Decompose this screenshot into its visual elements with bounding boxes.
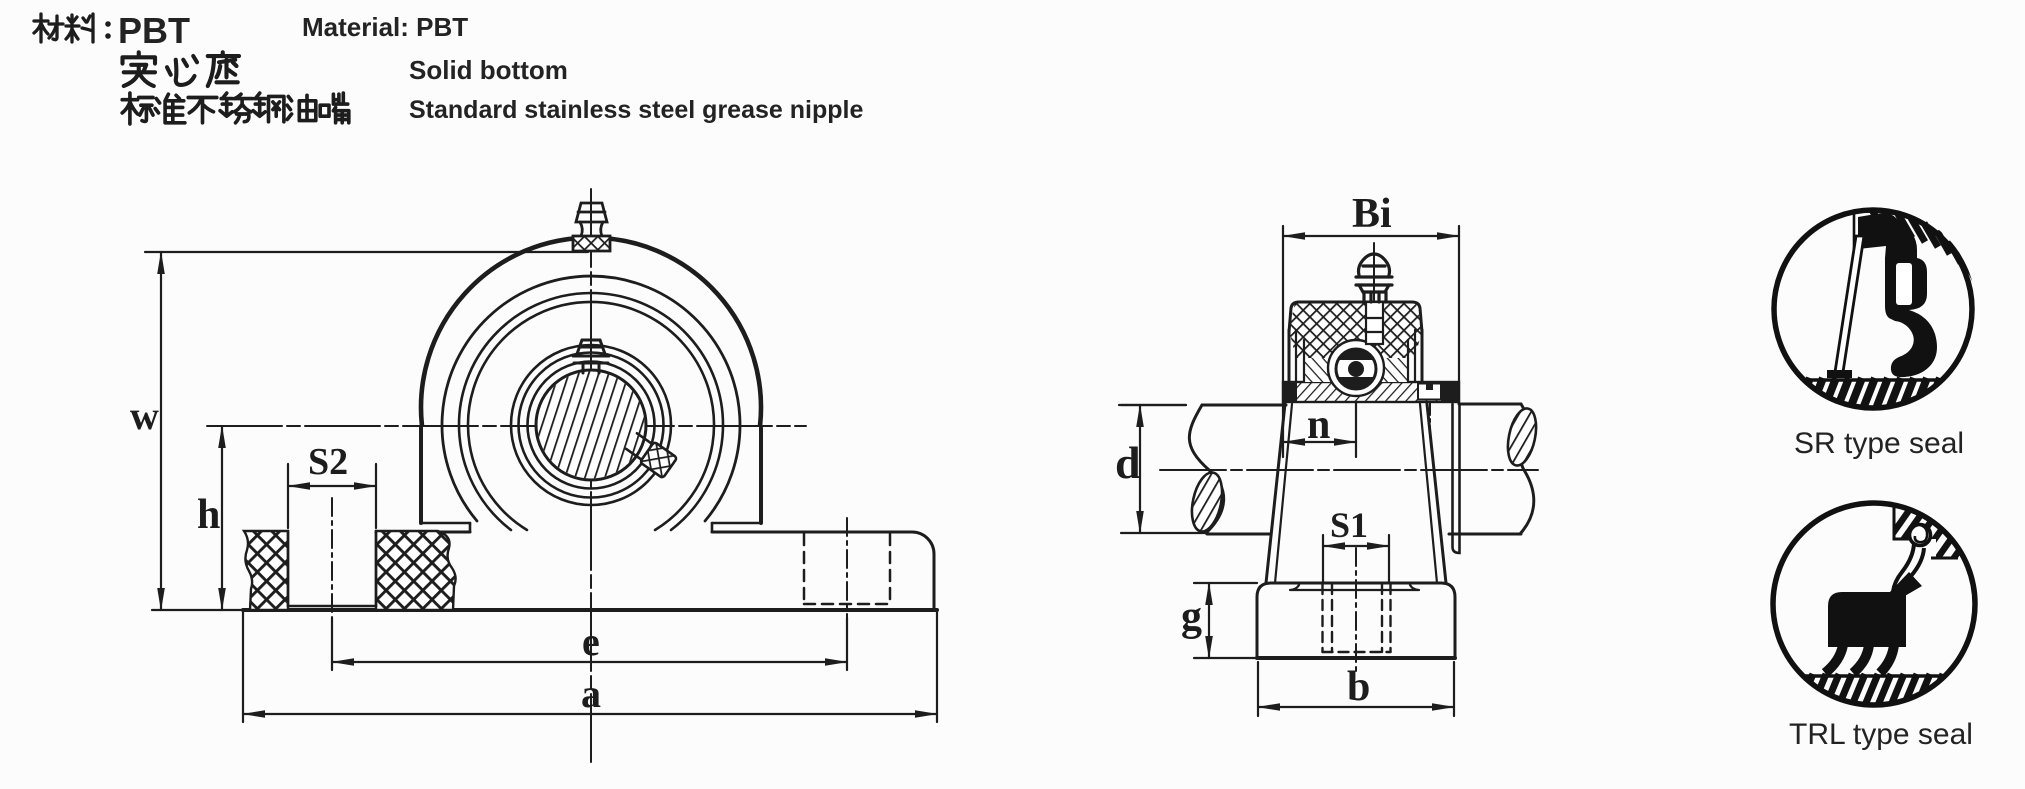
svg-text:b: b (1347, 664, 1370, 710)
svg-text:SR type seal: SR type seal (1794, 427, 1964, 460)
svg-text:Material: PBT: Material: PBT (302, 12, 468, 42)
svg-text:a: a (581, 671, 601, 716)
svg-text:w: w (130, 393, 159, 438)
svg-text:n: n (1307, 402, 1330, 448)
svg-text:Bi: Bi (1352, 191, 1392, 237)
svg-text:e: e (582, 619, 600, 664)
svg-text:TRL type seal: TRL type seal (1789, 718, 1973, 751)
svg-text:Standard stainless steel greas: Standard stainless steel grease nipple (409, 96, 863, 124)
svg-text:g: g (1181, 594, 1202, 640)
svg-text:S1: S1 (1330, 505, 1368, 545)
svg-text:PBT: PBT (118, 10, 190, 51)
svg-text:S2: S2 (308, 441, 348, 483)
svg-text:d: d (1115, 437, 1141, 488)
svg-text:Solid bottom: Solid bottom (409, 55, 568, 85)
svg-text:h: h (197, 492, 220, 538)
